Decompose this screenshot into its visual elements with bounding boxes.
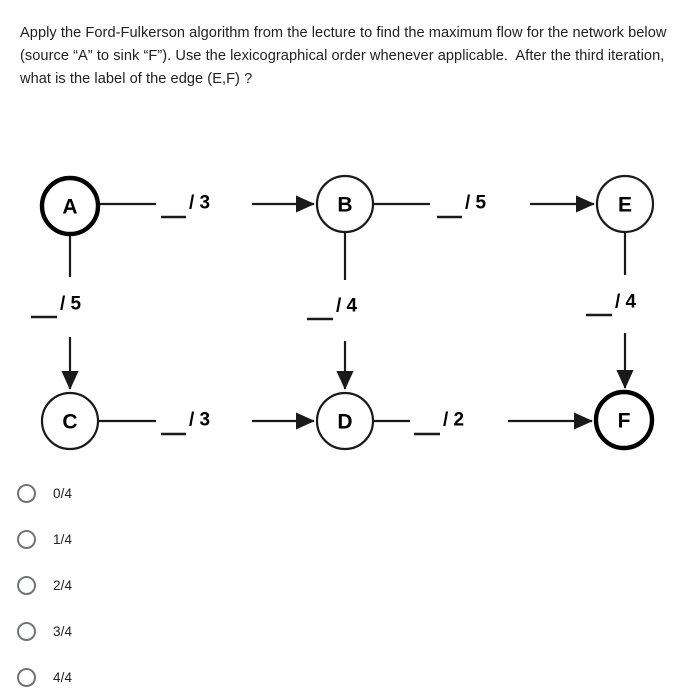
radio-icon-2[interactable] <box>17 575 36 595</box>
edge-e-to-f: / 4 <box>586 232 637 389</box>
node-e-label: E <box>618 194 632 217</box>
edge-b-to-d-capacity: / 4 <box>336 296 358 317</box>
edge-a-to-b-capacity: / 3 <box>189 193 210 214</box>
edge-c-to-d-capacity: / 3 <box>189 410 210 431</box>
node-e: E <box>595 174 655 234</box>
edge-b-to-e-capacity: / 5 <box>465 193 487 214</box>
node-e-circle <box>595 174 655 234</box>
option-label-2: 2/4 <box>53 577 73 593</box>
node-b-label: B <box>337 194 352 217</box>
edge-d-to-f: / 2 <box>374 410 593 436</box>
edge-d-to-f-capacity: / 2 <box>443 410 464 431</box>
answer-options-list: 0/4 1/4 2/4 3/4 4/4 <box>0 470 693 700</box>
edge-a-to-b: / 3 <box>99 193 315 219</box>
node-c: C <box>40 391 100 451</box>
option-row-3[interactable]: 3/4 <box>0 608 693 654</box>
node-d-label: D <box>337 411 352 434</box>
option-label-1: 1/4 <box>53 531 73 547</box>
flow-network-svg: / 3 / 5 / 3 / 2 / 5 <box>31 174 655 451</box>
node-f-circle <box>593 389 655 451</box>
option-row-1[interactable]: 1/4 <box>0 516 693 562</box>
option-label-0: 0/4 <box>53 485 73 501</box>
edge-b-to-d: / 4 <box>307 232 358 390</box>
node-f-label: F <box>618 410 631 433</box>
node-a-label: A <box>62 196 77 219</box>
option-row-0[interactable]: 0/4 <box>0 470 693 516</box>
question-block: Apply the Ford-Fulkerson algorithm from … <box>20 22 678 91</box>
node-a-circle <box>39 175 101 237</box>
radio-icon-3[interactable] <box>17 621 36 641</box>
node-b-circle <box>315 174 375 234</box>
edge-a-to-c: / 5 <box>31 234 82 390</box>
node-d-circle <box>315 391 375 451</box>
node-c-label: C <box>62 411 77 434</box>
edge-e-to-f-capacity: / 4 <box>615 292 637 313</box>
node-a: A <box>39 175 101 237</box>
radio-icon-4[interactable] <box>17 667 36 687</box>
question-text: Apply the Ford-Fulkerson algorithm from … <box>20 25 671 87</box>
option-label-3: 3/4 <box>53 623 73 639</box>
node-b: B <box>315 174 375 234</box>
option-row-4[interactable]: 4/4 <box>0 654 693 700</box>
node-d: D <box>315 391 375 451</box>
node-c-circle <box>40 391 100 451</box>
node-f: F <box>593 389 655 451</box>
option-label-4: 4/4 <box>53 669 73 685</box>
edge-a-to-c-capacity: / 5 <box>60 294 82 315</box>
edge-b-to-e: / 5 <box>374 193 595 219</box>
flow-network-diagram: / 3 / 5 / 3 / 2 / 5 <box>0 155 693 460</box>
option-row-2[interactable]: 2/4 <box>0 562 693 608</box>
edge-c-to-d: / 3 <box>99 410 315 436</box>
radio-icon-1[interactable] <box>17 529 36 549</box>
radio-icon-0[interactable] <box>17 483 36 503</box>
